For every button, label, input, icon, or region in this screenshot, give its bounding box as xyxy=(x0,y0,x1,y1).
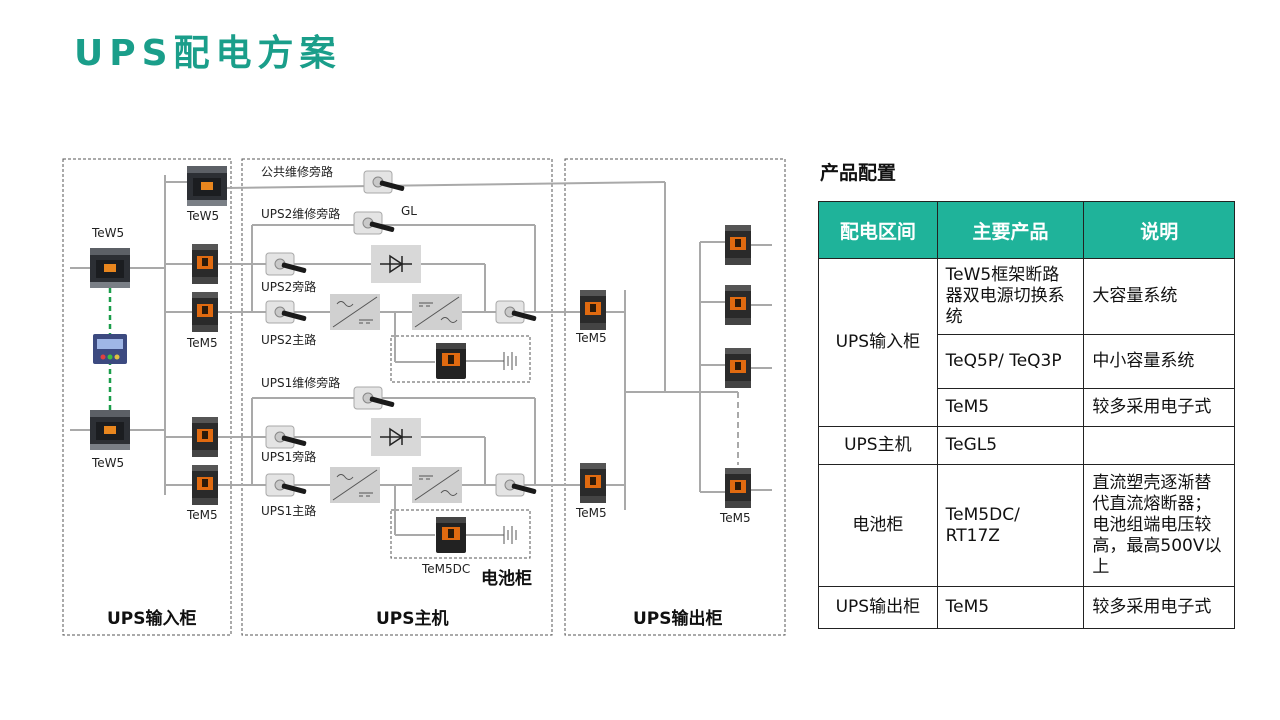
label-tew5: TeW5 xyxy=(186,209,219,223)
zone-cell: 电池柜 xyxy=(818,464,938,587)
label-tem5dc: TeM5DC xyxy=(421,562,470,576)
battery-icon xyxy=(491,525,517,545)
table-row: TeM5 较多采用电子式 xyxy=(819,388,1235,427)
mccb-icon xyxy=(580,463,606,503)
zone-cell: UPS主机 xyxy=(818,426,938,465)
product-cell: TeGL5 xyxy=(936,426,1085,465)
product-config-table: 配电区间 主要产品 说明 UPS输入柜 TeW5框架断路器双电源切换系统 大容量… xyxy=(818,201,1235,629)
static-switch-icon xyxy=(370,417,422,457)
zone-cell: UPS输入柜 xyxy=(818,258,938,427)
battery-icon xyxy=(491,351,517,371)
static-switch-icon xyxy=(370,244,422,284)
config-title: 产品配置 xyxy=(820,162,897,184)
label-gl: GL xyxy=(401,204,417,218)
output-cabinet-frame xyxy=(564,158,786,636)
label-tem5: TeM5 xyxy=(186,336,218,350)
label-tem5: TeM5 xyxy=(719,511,751,525)
mccb-icon xyxy=(725,225,751,265)
label-tew5: TeW5 xyxy=(91,226,124,240)
ups-host-label: UPS主机 xyxy=(376,608,449,629)
mccb-icon xyxy=(192,417,218,457)
tew5-breaker-icon xyxy=(90,248,130,288)
note-cell: 较多采用电子式 xyxy=(1083,586,1235,629)
dc-mccb-icon xyxy=(436,517,466,553)
tew5-breaker-icon xyxy=(187,166,227,206)
note-cell: 直流塑壳逐渐替代直流熔断器；电池组端电压较高，最高500V以上 xyxy=(1083,464,1235,587)
ups-host-frame xyxy=(241,158,553,636)
header-zone: 配电区间 xyxy=(818,201,938,259)
tew5-breaker-icon xyxy=(90,410,130,450)
product-cell: TeW5框架断路器双电源切换系统 xyxy=(936,258,1085,335)
label-tem5: TeM5 xyxy=(575,506,607,520)
dc-mccb-icon xyxy=(436,343,466,379)
product-cell: TeQ5P/ TeQ3P xyxy=(936,334,1085,389)
label-ups2-maint: UPS2维修旁路 xyxy=(261,206,340,221)
table-row: UPS输入柜 TeW5框架断路器双电源切换系统 大容量系统 xyxy=(818,258,1235,427)
table-row: TeQ5P/ TeQ3P 中小容量系统 xyxy=(819,334,1235,389)
label-ups2-bypass: UPS2旁路 xyxy=(261,279,316,294)
label-ups1-maint: UPS1维修旁路 xyxy=(261,375,340,390)
input-cabinet-frame xyxy=(62,158,232,636)
battery-box-lower xyxy=(390,509,531,559)
rectifier-icon xyxy=(329,293,381,331)
mccb-icon xyxy=(192,465,218,505)
note-cell xyxy=(1083,426,1235,465)
label-tem5: TeM5 xyxy=(186,508,218,522)
mccb-icon xyxy=(725,285,751,325)
product-cell: TeM5 xyxy=(936,388,1085,427)
dual-power-controller-icon xyxy=(93,334,127,364)
output-cabinet-label: UPS输出柜 xyxy=(633,608,723,629)
mccb-icon xyxy=(192,292,218,332)
table-row: UPS主机 TeGL5 xyxy=(818,426,1235,465)
label-ups1-main: UPS1主路 xyxy=(261,503,316,518)
label-ups2-main: UPS2主路 xyxy=(261,332,316,347)
inverter-icon xyxy=(411,293,463,331)
product-cell: TeM5DC/ RT17Z xyxy=(936,464,1085,587)
mccb-icon xyxy=(192,244,218,284)
note-cell: 大容量系统 xyxy=(1083,258,1235,335)
switch-disconnector-icon xyxy=(353,211,396,235)
label-ups1-bypass: UPS1旁路 xyxy=(261,449,316,464)
zone-cell: UPS输出柜 xyxy=(818,586,938,629)
header-note: 说明 xyxy=(1083,201,1235,259)
mccb-icon xyxy=(725,468,751,508)
rectifier-icon xyxy=(329,466,381,504)
ups-distribution-diagram: TeW5 TeW5 TeW5 TeM5 TeM5 公共维修旁路 GL UPS2维… xyxy=(62,158,786,636)
table-row: UPS输出柜 TeM5 较多采用电子式 xyxy=(818,586,1235,629)
table-row: 电池柜 TeM5DC/ RT17Z 直流塑壳逐渐替代直流熔断器；电池组端电压较高… xyxy=(818,464,1235,587)
page-title: UPS配电方案 xyxy=(74,33,342,74)
label-public-bypass: 公共维修旁路 xyxy=(261,164,333,179)
label-tew5: TeW5 xyxy=(91,456,124,470)
battery-box-upper xyxy=(390,335,531,383)
mccb-icon xyxy=(580,290,606,330)
header-product: 主要产品 xyxy=(936,201,1085,259)
label-tem5: TeM5 xyxy=(575,331,607,345)
note-cell: 中小容量系统 xyxy=(1083,334,1235,389)
switch-disconnector-icon xyxy=(363,170,406,194)
product-cell: TeM5 xyxy=(936,586,1085,629)
mccb-icon xyxy=(725,348,751,388)
table-header-row: 配电区间 主要产品 说明 xyxy=(818,201,1235,259)
inverter-icon xyxy=(411,466,463,504)
input-cabinet-label: UPS输入柜 xyxy=(107,608,197,629)
note-cell: 较多采用电子式 xyxy=(1083,388,1235,427)
battery-cabinet-label: 电池柜 xyxy=(481,568,532,589)
